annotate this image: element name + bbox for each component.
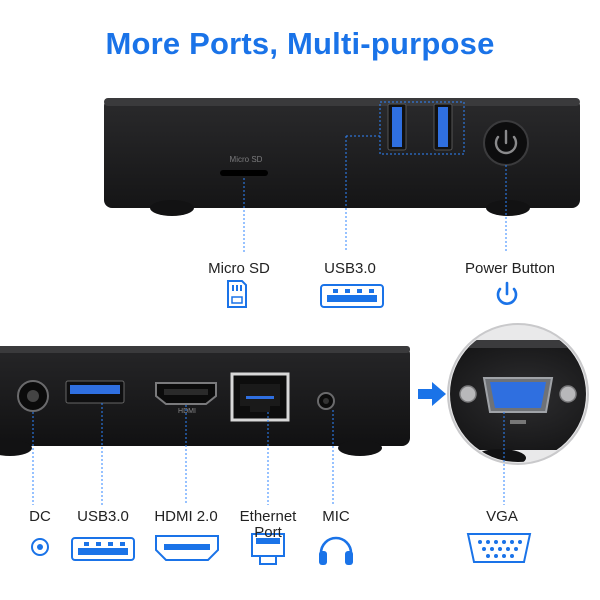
- power-button: [483, 120, 529, 166]
- usb-icon: [320, 284, 384, 308]
- label-ethernet: Ethernet Port: [232, 509, 304, 541]
- micro-sd-slot: [220, 170, 268, 176]
- arrow-right-icon: [418, 382, 446, 406]
- headphones-icon: [319, 536, 353, 565]
- label-vga: VGA: [486, 508, 518, 525]
- hdmi-icon: [155, 535, 219, 561]
- sd-card-icon: [227, 280, 247, 308]
- microsd-print: Micro SD: [229, 155, 263, 164]
- power-icon: [496, 281, 518, 305]
- hdmi-print: HDMI: [178, 408, 196, 415]
- mic-jack: [317, 392, 335, 410]
- dc-icon: [31, 538, 49, 556]
- top-device: [104, 98, 580, 252]
- ethernet-port: [230, 372, 290, 422]
- top-usb-ports: [379, 101, 465, 155]
- bottom-usb-port: [65, 380, 125, 404]
- label-usb3-top: USB3.0: [324, 260, 376, 277]
- vga-zoom: [447, 323, 589, 505]
- usb-icon: [71, 537, 135, 561]
- label-hdmi: HDMI 2.0: [154, 508, 218, 525]
- label-ethernet-line1: Ethernet: [239, 508, 297, 525]
- label-mic: MIC: [322, 508, 350, 525]
- vga-icon: [466, 533, 532, 563]
- label-dc: DC: [29, 508, 51, 525]
- label-usb3-bottom: USB3.0: [77, 508, 129, 525]
- label-ethernet-line2: Port: [254, 524, 282, 541]
- hdmi-port: [155, 382, 217, 405]
- label-power-button: Power Button: [464, 260, 556, 277]
- bottom-device: [0, 346, 410, 505]
- ethernet-icon: [251, 533, 285, 565]
- page-title: More Ports, Multi-purpose: [105, 26, 495, 61]
- label-micro-sd: Micro SD: [208, 260, 270, 277]
- dc-jack: [17, 380, 49, 412]
